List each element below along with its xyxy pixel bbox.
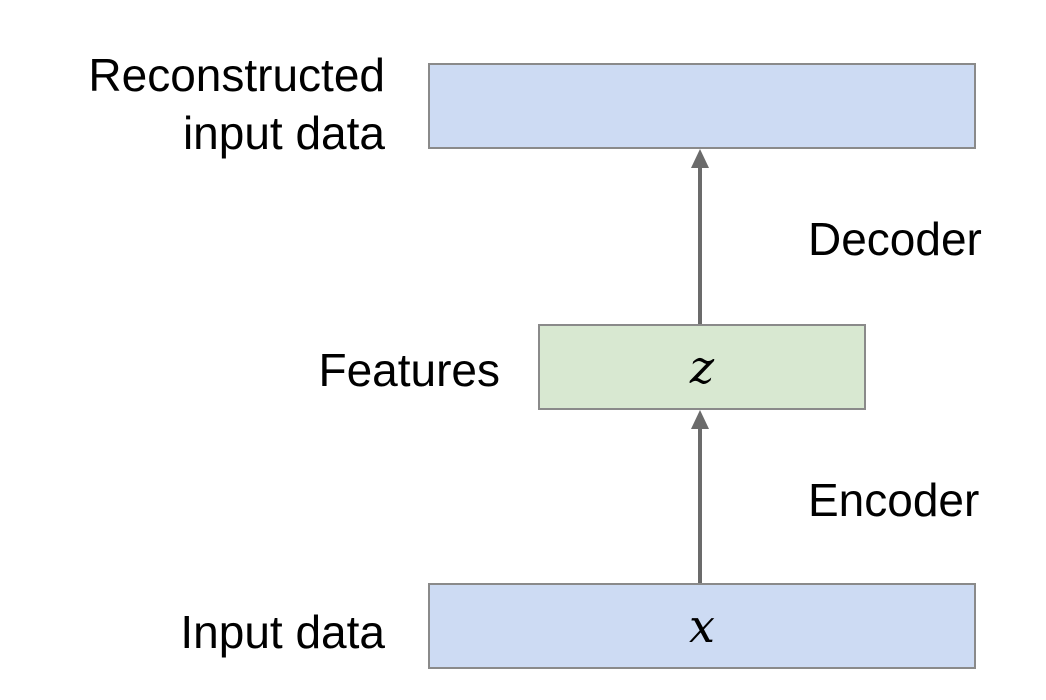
- reconstructed-input-label-line2: input data: [182, 107, 385, 159]
- features-box: z: [538, 324, 866, 410]
- decoder-arrow: [691, 149, 709, 324]
- input-data-box: x: [428, 583, 976, 669]
- reconstructed-input-label: Reconstructed input data: [88, 46, 385, 162]
- encoder-label: Encoder: [808, 474, 980, 526]
- input-symbol: x: [689, 599, 715, 653]
- encoder-arrow: [691, 410, 709, 583]
- reconstructed-input-box: [428, 63, 976, 149]
- reconstructed-input-label-line1: Reconstructed: [88, 49, 385, 101]
- decoder-label: Decoder: [808, 213, 982, 265]
- input-data-label: Input data: [180, 606, 385, 658]
- features-label: Features: [318, 344, 500, 396]
- features-symbol: z: [689, 340, 715, 394]
